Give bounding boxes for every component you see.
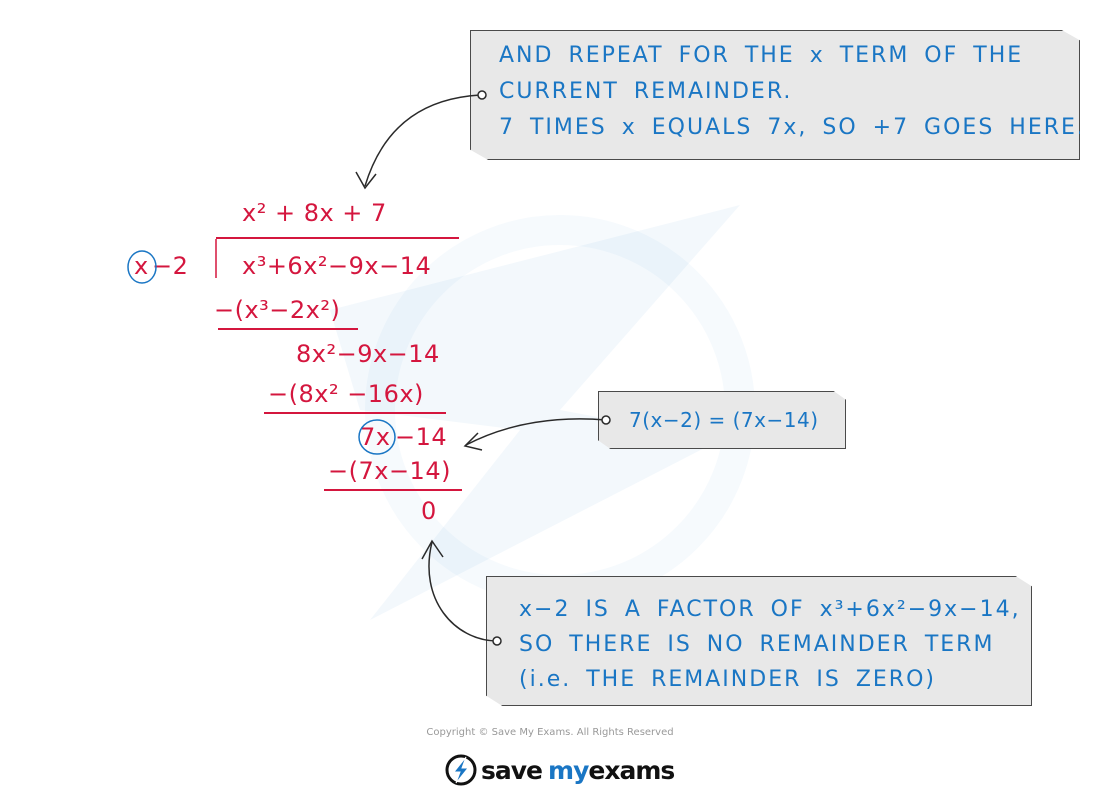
note-top-line-3: 7 TIMES x EQUALS 7x, SO +7 GOES HERE. bbox=[499, 115, 1086, 140]
divisor-rest: −2 bbox=[152, 252, 189, 280]
brand-logo: save my exams bbox=[444, 752, 675, 788]
division-bracket-top bbox=[216, 237, 459, 239]
step-1-subtraction: −(x³−2x²) bbox=[214, 296, 341, 324]
quotient: x² + 8x + 7 bbox=[242, 199, 387, 227]
pin-bottom-note bbox=[492, 636, 502, 646]
arrow-bottom-note bbox=[428, 541, 497, 642]
note-middle: 7(x−2) = (7x−14) bbox=[598, 391, 846, 449]
arrow-middle-head bbox=[463, 432, 483, 451]
arrow-top-head bbox=[355, 171, 377, 190]
note-bottom-line-1: x−2 IS A FACTOR OF x³+6x²−9x−14, bbox=[519, 597, 1021, 622]
note-top-line-1: AND REPEAT FOR THE x TERM OF THE bbox=[499, 43, 1024, 68]
note-top-line-2: CURRENT REMAINDER. bbox=[499, 79, 793, 104]
step-2-result-rest: −14 bbox=[395, 423, 448, 451]
step-2-result-term: 7x bbox=[360, 423, 391, 451]
step-2-subtraction: −(8x² −16x) bbox=[268, 380, 424, 408]
seven-x-circle bbox=[358, 419, 396, 455]
pin-top-note bbox=[477, 90, 487, 100]
note-bottom: x−2 IS A FACTOR OF x³+6x²−9x−14, SO THER… bbox=[486, 576, 1032, 706]
divisor-x: x bbox=[134, 252, 149, 280]
dividend: x³+6x²−9x−14 bbox=[242, 252, 432, 280]
subtraction-line-3 bbox=[324, 489, 462, 491]
subtraction-line-2 bbox=[264, 412, 446, 414]
brand-my: my bbox=[548, 755, 589, 785]
note-bottom-line-2: SO THERE IS NO REMAINDER TERM bbox=[519, 632, 995, 657]
brand-exams: exams bbox=[588, 755, 675, 785]
arrow-middle-note bbox=[465, 418, 607, 446]
divisor-x-circle bbox=[127, 250, 157, 284]
arrow-top-note bbox=[364, 94, 481, 187]
brand-save: save bbox=[481, 755, 543, 785]
note-top: AND REPEAT FOR THE x TERM OF THE CURRENT… bbox=[470, 30, 1080, 160]
step-1-result: 8x²−9x−14 bbox=[296, 340, 440, 368]
note-bottom-line-3: (i.e. THE REMAINDER IS ZERO) bbox=[519, 667, 936, 692]
step-3-subtraction: −(7x−14) bbox=[328, 457, 451, 485]
lightning-bolt-icon bbox=[445, 754, 477, 786]
copyright-text: Copyright © Save My Exams. All Rights Re… bbox=[426, 727, 674, 738]
final-remainder: 0 bbox=[421, 497, 437, 525]
note-middle-line-1: 7(x−2) = (7x−14) bbox=[629, 408, 819, 432]
subtraction-line-1 bbox=[218, 328, 358, 330]
arrow-bottom-head bbox=[421, 539, 444, 560]
pin-middle-note bbox=[601, 415, 611, 425]
